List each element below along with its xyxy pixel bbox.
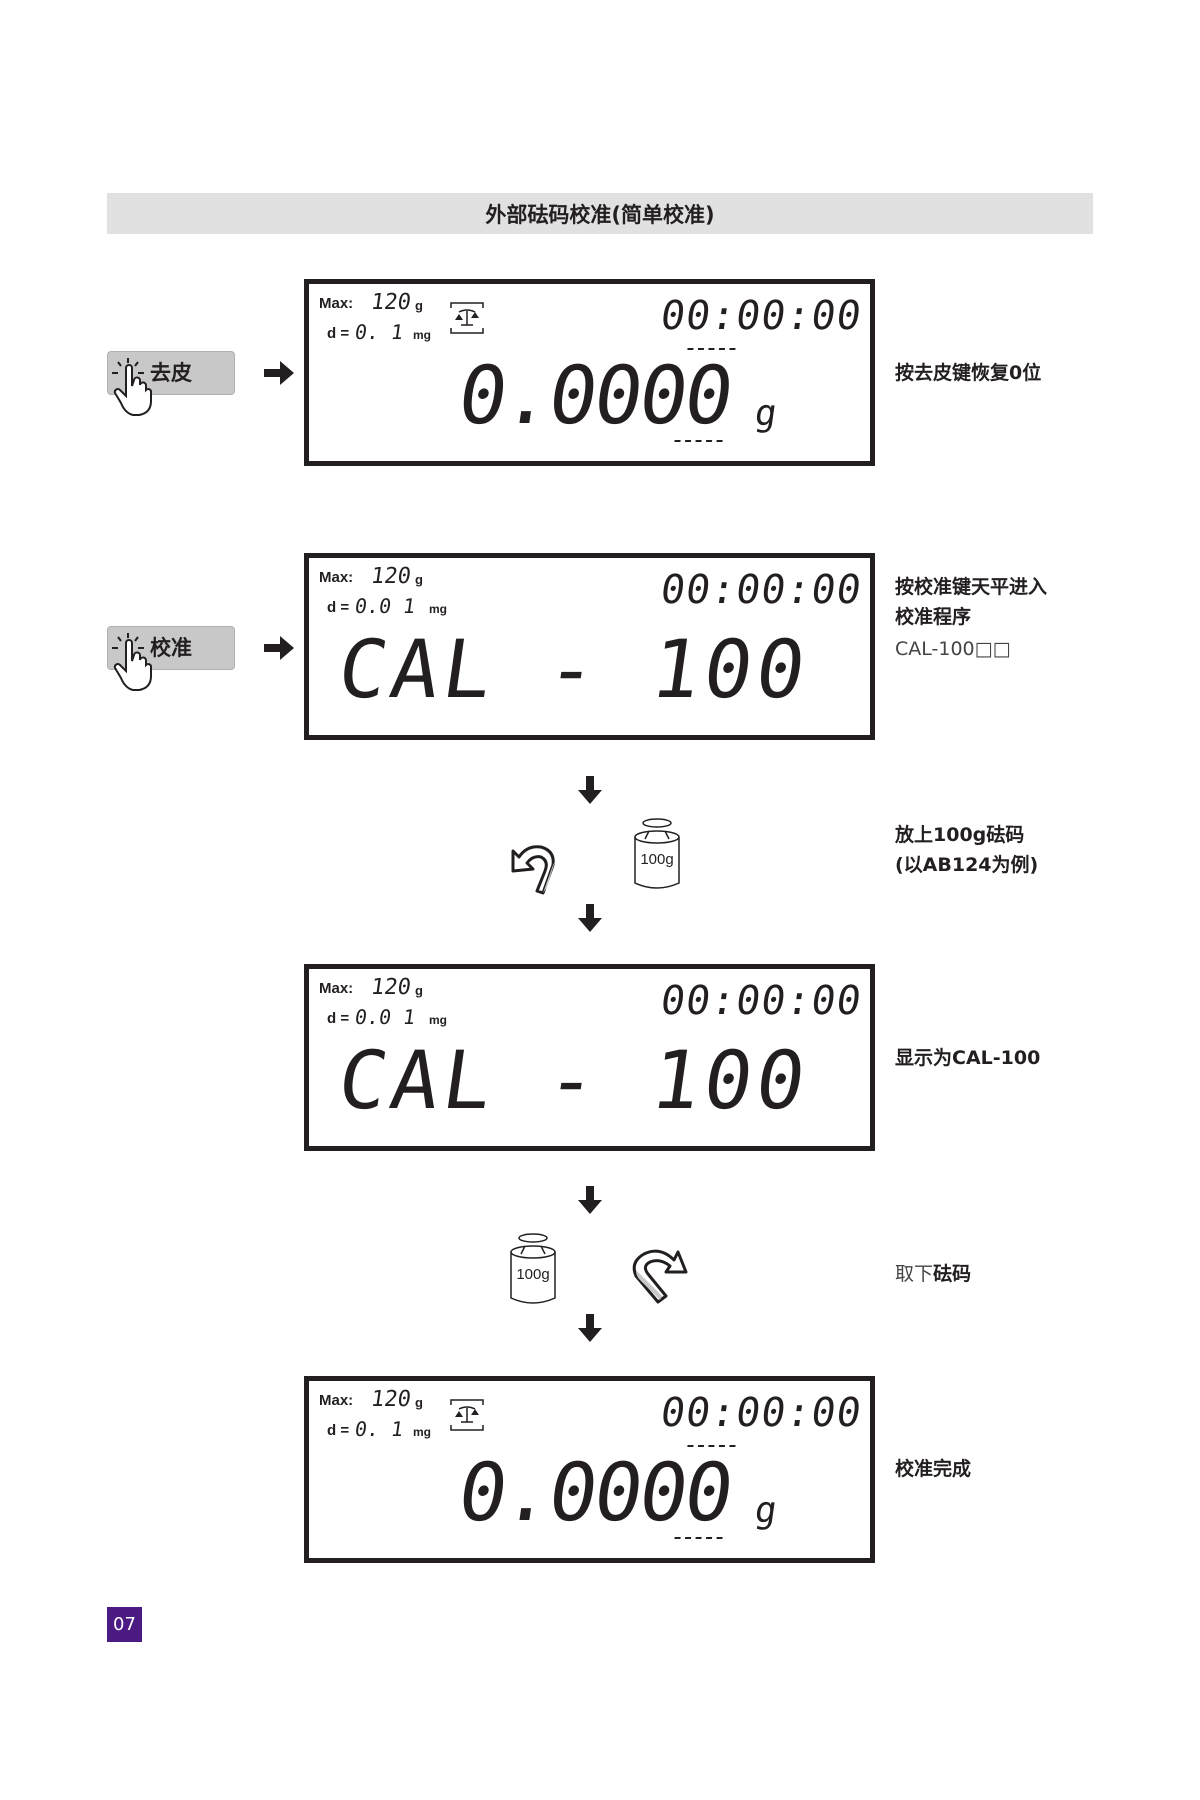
max-label: Max: [319,980,354,997]
max-label: Max: [319,295,354,312]
d-unit: mg [429,1013,447,1027]
lcd-display-cal-confirm: Max: 120 g d = 0.0 1 mg 00:00:00 CAL - 1… [304,964,875,1151]
weight-label: 100g [640,851,673,868]
down-arrow-icon [578,1314,602,1342]
d-value: 0.0 1 [353,594,417,618]
lcd-display-cal: Max: 120 g d = 0.0 1 mg 00:00:00 CAL - 1… [304,553,875,740]
down-arrow-icon [578,1186,602,1214]
lcd-display-tare: Max: 120 g d = 0. 1 mg 00:00:00 0.0000 g [304,279,875,466]
weight-100g-icon: 100g [510,1233,556,1304]
step4-note: 显示为CAL-100 [895,1047,1041,1069]
cal-key[interactable]: 校准 [107,626,235,691]
max-value: 120 [369,975,413,1000]
max-unit: g [415,298,423,313]
reading-unit: g [752,1490,780,1531]
d-label: d = [327,599,350,616]
step5-note: 取下砝码 [895,1259,971,1289]
balance-icon [450,1399,484,1431]
pointing-hand-icon [112,633,152,691]
weight-100g-icon: 100g [634,818,680,889]
place-arrow-icon [511,845,555,895]
d-unit: mg [413,1425,431,1439]
reading-unit: g [752,393,780,434]
weight-label: 100g [516,1266,549,1283]
max-unit: g [415,572,423,587]
step5-bold: 砝码 [933,1263,972,1285]
balance-icon [450,302,484,334]
clock-readout: 00:00:00 [658,567,866,613]
d-value: 0. 1 [353,320,405,344]
d-unit: mg [429,602,447,616]
max-unit: g [415,983,423,998]
max-label: Max: [319,569,354,586]
step2-line2: 校准程序 [895,606,972,628]
step3-line2: (以AB124为例) [895,854,1039,876]
max-value: 120 [369,290,413,315]
section-title: 外部砝码校准(简单校准) [107,193,1093,234]
step2-line1: 按校准键天平进入 [895,576,1048,598]
clock-readout: 00:00:00 [658,293,866,339]
clock-readout: 00:00:00 [658,1390,866,1436]
d-label: d = [327,325,350,342]
down-arrow-icon [578,776,602,804]
step2-line3: CAL-100□□ [895,638,1011,660]
cal-key-label: 校准 [150,636,192,660]
step2-note: 按校准键天平进入 校准程序 CAL-100□□ [895,572,1047,664]
remove-arrow-icon [632,1249,688,1304]
tare-key[interactable]: 去皮 [107,351,235,416]
max-label: Max: [319,1392,354,1409]
page-number: 07 [107,1607,142,1642]
step1-note: 按去皮键恢复0位 [895,362,1042,384]
down-arrow-icon [578,904,602,932]
step3-line1: 放上100g砝码 [895,824,1025,846]
clock-readout: 00:00:00 [658,978,866,1024]
cal-reading: CAL - 100 [332,1034,816,1127]
max-unit: g [415,1395,423,1410]
tare-key-label: 去皮 [150,361,192,385]
d-label: d = [327,1010,350,1027]
d-label: d = [327,1422,350,1439]
max-value: 120 [369,1387,413,1412]
step6-note: 校准完成 [895,1458,972,1480]
pointing-hand-icon [112,358,152,416]
right-arrow-icon [264,361,294,385]
step5-plain: 取下 [895,1263,934,1285]
step3-note: 放上100g砝码 (以AB124为例) [895,820,1038,880]
d-unit: mg [413,328,431,342]
d-value: 0. 1 [353,1417,405,1441]
right-arrow-icon [264,636,294,660]
cal-reading: CAL - 100 [332,623,816,716]
lcd-display-complete: Max: 120 g d = 0. 1 mg 00:00:00 0.0000 g [304,1376,875,1563]
d-value: 0.0 1 [353,1005,417,1029]
max-value: 120 [369,564,413,589]
